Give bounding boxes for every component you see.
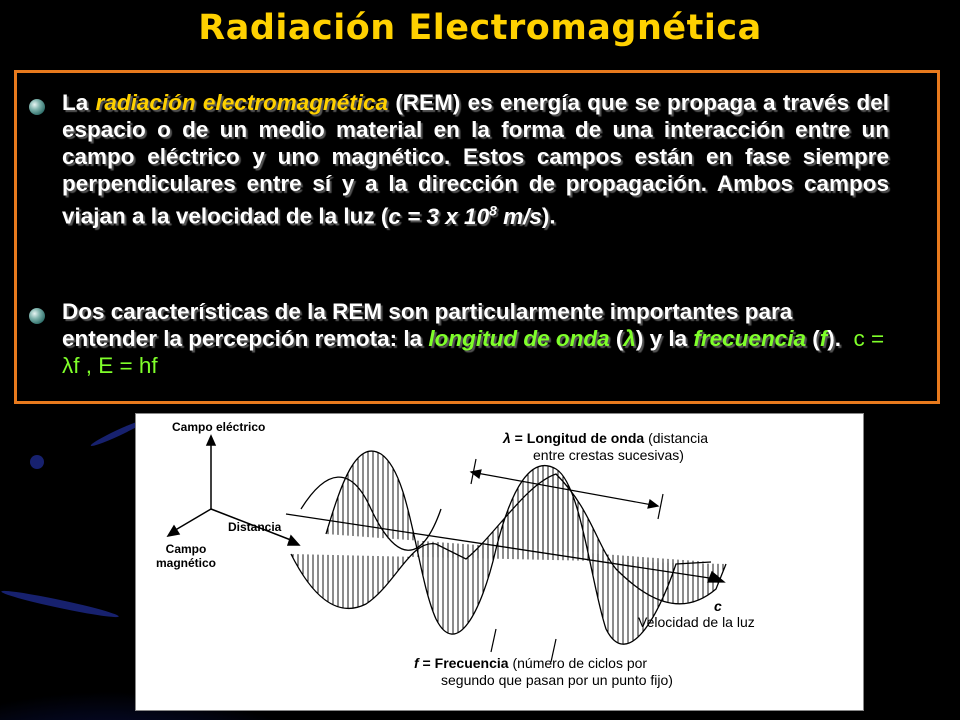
text-run: ) y la [635, 326, 694, 351]
slide-title: Radiación Electromagnética [198, 8, 762, 48]
text-run: La [62, 90, 96, 115]
lambda-sym: λ [503, 430, 511, 446]
label-wavelength: λ = Longitud de onda (distancia entre cr… [503, 430, 708, 463]
text-run: ). [541, 203, 556, 229]
text-run: ( [805, 326, 820, 351]
wave-illustration [166, 434, 727, 663]
bullet-rem-definition: La radiación electromagnética (REM) es e… [29, 89, 889, 230]
label-electric-field: Campo eléctrico [172, 420, 266, 434]
bullet-text: La radiación electromagnética (REM) es e… [62, 89, 889, 230]
propagation-axis [285, 513, 726, 583]
text-run: Dos características de la REM son partic… [62, 299, 793, 351]
bullet-sphere-icon [29, 308, 45, 324]
em-wave-diagram: Campo eléctrico Distancia Campo magnétic… [135, 413, 864, 711]
f-sym: f [414, 655, 419, 671]
bullet-text: Dos características de la REM son partic… [62, 298, 889, 379]
text-run: (REM) es energía que se propaga a través… [62, 90, 889, 229]
lambda-symbol: λ [623, 326, 636, 351]
bullet-sphere-icon [29, 99, 45, 115]
label-magnetic-field: Campo magnético [155, 542, 216, 570]
light-speed-value: c = 3 x 108 m/s [388, 202, 542, 229]
background-streak [30, 455, 44, 469]
label-frequency: f = Frecuencia (número de ciclos por seg… [414, 655, 673, 688]
content-box: La radiación electromagnética (REM) es e… [14, 70, 940, 404]
term-rem: radiación electromagnética [95, 90, 388, 115]
text-run: ( [609, 326, 624, 351]
frequency-arrows [490, 628, 557, 663]
label-distance: Distancia [228, 520, 282, 534]
formula: c = λf , E = hf [62, 326, 885, 378]
term-frequency: frecuencia [693, 326, 806, 351]
f-symbol: f [819, 326, 828, 351]
text-run: ). [827, 326, 841, 351]
label-speed-of-light: c Velocidad de la luz [638, 598, 755, 630]
bullet-rem-characteristics: Dos características de la REM son partic… [29, 298, 889, 379]
term-wavelength: longitud de onda [428, 326, 610, 351]
wavelength-arrow [469, 458, 664, 520]
axes-icon [166, 434, 301, 546]
magnetic-field-wave [290, 473, 727, 610]
